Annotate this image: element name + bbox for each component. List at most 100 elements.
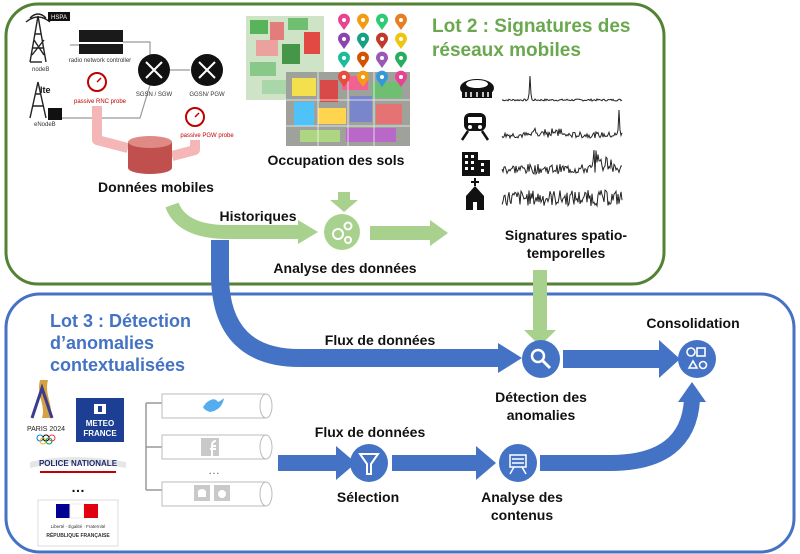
- green-arrow-to-detection: [533, 270, 547, 332]
- meteo-france-logo: METEO FRANCE: [76, 398, 124, 442]
- blue-arrow-analyse: [392, 455, 478, 471]
- meteo-line1: METEO: [86, 419, 114, 428]
- donnees-mobiles-label: Données mobiles: [98, 179, 214, 195]
- map-pin-dot: [380, 18, 384, 22]
- map-pin-dot: [361, 75, 365, 79]
- shapes-icon: [686, 347, 708, 370]
- lot2-title-line2: réseaux mobiles: [432, 40, 581, 61]
- flux-top-label: Flux de données: [325, 332, 436, 348]
- funnel-icon: [358, 453, 380, 475]
- twitter-icon: [203, 398, 224, 412]
- map-pin-dot: [380, 37, 384, 41]
- facebook-source: [161, 434, 273, 460]
- consolidation-node: [678, 340, 716, 378]
- map-pin-dot: [361, 18, 365, 22]
- network-diagram: HSPA nodeB radio network controller SGSN…: [25, 12, 234, 174]
- partners-ellipsis: …: [71, 479, 85, 495]
- hspa-badge: [48, 12, 70, 21]
- enodeb-label: eNodeB: [34, 122, 56, 128]
- blue-arrowhead-2: [659, 340, 680, 378]
- blue-arrowhead-4: [476, 446, 496, 480]
- facebook-icon: [201, 438, 219, 456]
- selection-node: [350, 444, 388, 482]
- lot3-title-line2: d’anomalies: [50, 333, 154, 353]
- blue-arrowhead-1: [498, 343, 522, 373]
- stadium-icon: [460, 79, 494, 98]
- blue-arrow-consolidation: [563, 350, 661, 368]
- map-pin-dot: [399, 37, 403, 41]
- paris2024-label: PARIS 2024: [27, 426, 65, 433]
- signature-curve-2: [501, 109, 623, 140]
- rnc-probe-label: passive RNC probe: [74, 99, 127, 105]
- lot3-title-line1: Lot 3 : Détection: [50, 311, 191, 331]
- gears-icon: [332, 221, 353, 244]
- analyse-contenus-line2: contenus: [491, 507, 553, 523]
- pgw-probe-label: passive PGW probe: [180, 133, 234, 139]
- map-pin-dot: [399, 75, 403, 79]
- buildings-icon: [462, 152, 490, 176]
- map-pin-dot: [361, 56, 365, 60]
- magnifier-icon: [530, 348, 546, 364]
- republique-francaise-logo: Liberté · Égalité · Fraternité RÉPUBLIQU…: [37, 499, 119, 547]
- green-arrowhead-3: [524, 330, 556, 346]
- signature-curves: [501, 75, 623, 208]
- map-pin-dot: [399, 56, 403, 60]
- map-pin-dot: [342, 56, 346, 60]
- blue-flux-arrow: [211, 240, 500, 367]
- lot3-title-line3: contextualisées: [50, 355, 185, 375]
- map-pin-dot: [342, 18, 346, 22]
- rnc-box-icon: [79, 30, 123, 42]
- signature-curve-1: [501, 75, 623, 102]
- flux-bottom-label: Flux de données: [315, 424, 426, 440]
- database-icon: [128, 136, 172, 174]
- lte-badge: lte: [40, 85, 51, 95]
- poi-pins: [338, 13, 407, 87]
- green-arrow-down: [338, 192, 350, 202]
- occupation-label: Occupation des sols: [268, 152, 405, 168]
- republique-label: RÉPUBLIQUE FRANÇAISE: [46, 531, 110, 539]
- detection-node: [522, 340, 560, 378]
- green-flow-arrow: [165, 202, 300, 239]
- consolidation-label: Consolidation: [646, 315, 739, 331]
- green-arrowhead-down: [330, 200, 358, 212]
- ggsn-label: GGSN/ PGW: [189, 92, 225, 98]
- detection-line1: Détection des: [495, 389, 587, 405]
- hspa-label: HSPA: [51, 15, 67, 21]
- meteo-line2: FRANCE: [83, 429, 117, 438]
- signature-curve-3: [501, 149, 622, 176]
- rnc-label: radio network controller: [69, 58, 131, 64]
- sources-ellipsis: …: [208, 463, 220, 477]
- selection-label: Sélection: [337, 489, 399, 505]
- map-pin-dot: [342, 37, 346, 41]
- map-pin-dot: [380, 56, 384, 60]
- twitter-source: [161, 393, 273, 419]
- green-arrowhead-2: [430, 220, 448, 246]
- police-nationale-logo: POLICE NATIONALE: [30, 457, 126, 473]
- sources-bracket: [145, 402, 162, 491]
- signatures-line2: temporelles: [527, 245, 606, 261]
- devise-label: Liberté · Égalité · Fraternité: [51, 523, 106, 529]
- paris2024-logo: PARIS 2024: [27, 380, 65, 445]
- analyse-donnees-label: Analyse des données: [273, 260, 416, 276]
- blue-arrowhead-5: [678, 382, 706, 402]
- text-analysis-icon: [509, 454, 527, 475]
- analyse-contenus-line1: Analyse des: [481, 489, 563, 505]
- nodeb-tower-icon: [25, 13, 51, 63]
- church-icon: [466, 178, 484, 210]
- historiques-label: Historiques: [219, 208, 296, 224]
- sgsn-label: SGSN / SGW: [136, 92, 173, 98]
- green-arrowhead-1: [298, 220, 318, 244]
- signature-curve-4: [501, 189, 623, 208]
- map-pin-dot: [342, 75, 346, 79]
- blue-arrowhead-3: [336, 446, 356, 480]
- blue-arrow-flux-bottom: [278, 455, 338, 471]
- map-pin-dot: [380, 75, 384, 79]
- blue-arrow-up-consolidation: [540, 399, 700, 471]
- lot2-title-line1: Lot 2 : Signatures des: [432, 16, 630, 37]
- land-use-maps: [246, 16, 410, 146]
- police-label: POLICE NATIONALE: [39, 459, 118, 468]
- map-pin-dot: [399, 18, 403, 22]
- enodeb-tower-icon: [29, 81, 47, 119]
- enodeb-box-icon: [48, 108, 62, 120]
